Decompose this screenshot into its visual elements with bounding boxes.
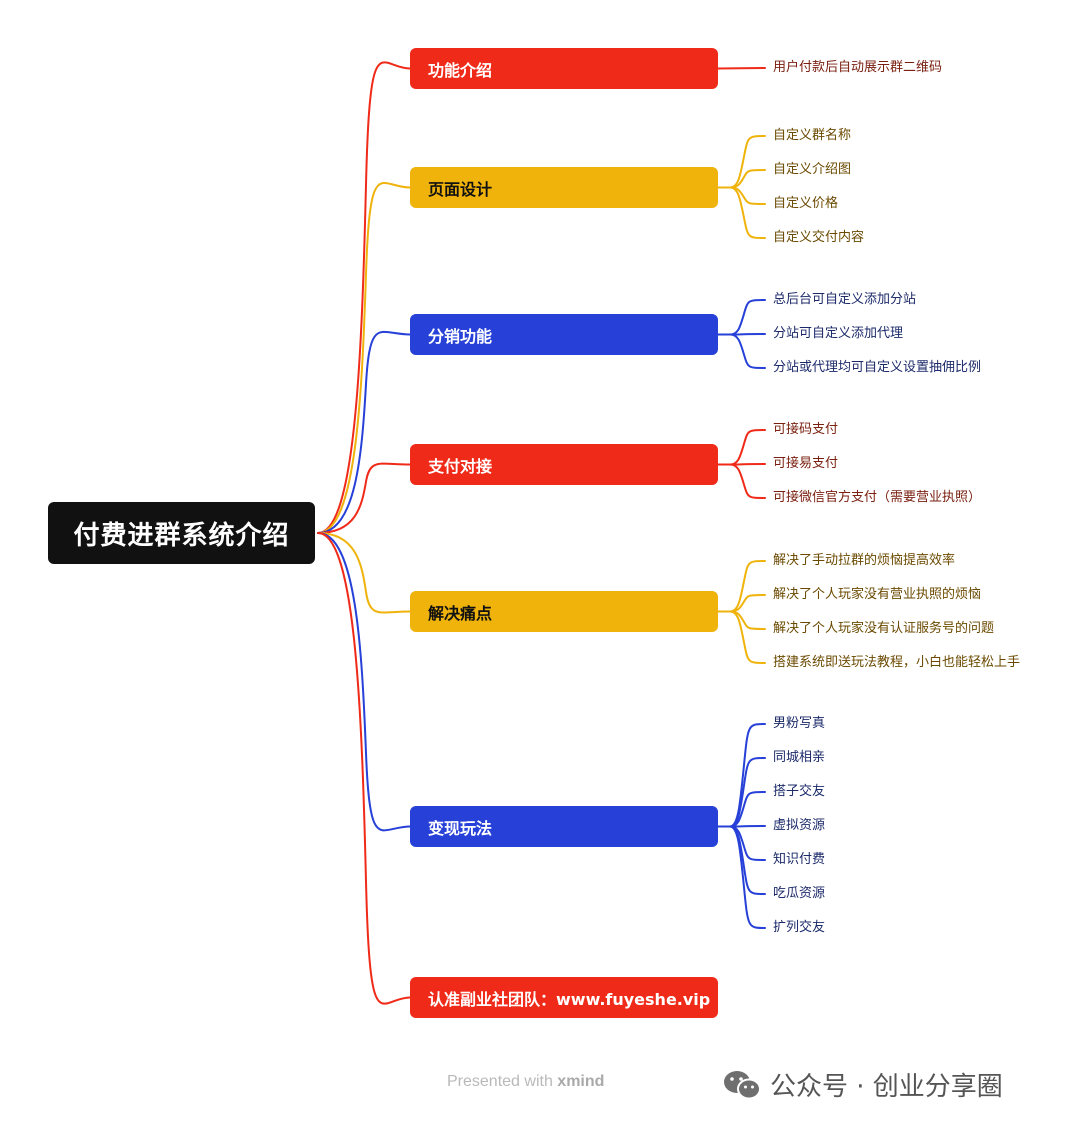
- branch-2-leaf-4-connector: [717, 186, 766, 239]
- branch-6-node[interactable]: 变现玩法: [410, 806, 718, 847]
- branch-6-leaf-4[interactable]: 虚拟资源: [773, 818, 826, 833]
- branch-6-leaf-6[interactable]: 吃瓜资源: [773, 886, 826, 901]
- branch-3-label: 分销功能: [428, 326, 493, 346]
- branch-2-leaf-4[interactable]: 自定义交付内容: [773, 230, 865, 245]
- branch-5-leaf-1[interactable]: 解决了手动拉群的烦恼提高效率: [773, 553, 956, 568]
- branch-5-leaf-3[interactable]: 解决了个人玩家没有认证服务号的问题: [773, 621, 995, 636]
- branch-4-connector: [317, 462, 411, 534]
- branch-7-connector: [317, 532, 411, 1005]
- branch-4-leaf-3[interactable]: 可接微信官方支付（需要营业执照）: [773, 490, 982, 505]
- branch-3-node[interactable]: 分销功能: [410, 314, 718, 355]
- branch-1-leaf-1[interactable]: 用户付款后自动展示群二维码: [773, 60, 943, 75]
- branch-4-label: 支付对接: [428, 456, 493, 476]
- branch-3-leaf-1-connector: [717, 299, 766, 336]
- branch-2-leaf-3-connector: [717, 186, 766, 205]
- branch-6-connector: [317, 532, 411, 832]
- branch-6-label: 变现玩法: [428, 818, 493, 838]
- branch-5-label: 解决痛点: [428, 603, 493, 623]
- xmind-logo: xmind: [557, 1073, 605, 1090]
- presented-prefix: Presented with: [447, 1073, 553, 1090]
- branch-2-leaf-1[interactable]: 自定义群名称: [773, 128, 852, 143]
- branch-5-leaf-2-connector: [717, 594, 766, 613]
- branch-1-node[interactable]: 功能介绍: [410, 48, 718, 89]
- root-node[interactable]: 付费进群系统介绍: [48, 502, 315, 564]
- branch-4-leaf-3-connector: [717, 463, 766, 499]
- branch-6-leaf-2[interactable]: 同城相亲: [773, 750, 826, 765]
- branch-4-leaf-2[interactable]: 可接易支付: [773, 456, 839, 471]
- root-label: 付费进群系统介绍: [73, 520, 290, 551]
- wechat-watermark: 公众号 · 创业分享圈: [722, 1066, 1003, 1103]
- branch-2-connector: [317, 181, 411, 534]
- branch-3-leaf-1[interactable]: 总后台可自定义添加分站: [773, 292, 917, 307]
- branch-6-leaf-3[interactable]: 搭子交友: [773, 784, 826, 799]
- branch-2-node[interactable]: 页面设计: [410, 167, 718, 208]
- branch-1-connector: [317, 61, 411, 534]
- branch-4-leaf-1[interactable]: 可接码支付: [773, 422, 839, 437]
- branch-3-leaf-3[interactable]: 分站或代理均可自定义设置抽佣比例: [773, 360, 982, 375]
- branch-1-label: 功能介绍: [428, 60, 493, 80]
- branch-4-node[interactable]: 支付对接: [410, 444, 718, 485]
- presented-with-caption: Presented with xmind: [447, 1073, 604, 1091]
- branch-3-leaf-2[interactable]: 分站可自定义添加代理: [773, 326, 904, 341]
- branch-1-leaf-1-connector: [717, 67, 766, 70]
- branch-4-leaf-1-connector: [717, 429, 766, 466]
- branch-3-leaf-3-connector: [717, 333, 766, 369]
- wechat-label: 公众号 · 创业分享圈: [770, 1072, 1003, 1102]
- branch-6-leaf-1[interactable]: 男粉写真: [773, 716, 826, 731]
- branch-5-leaf-2[interactable]: 解决了个人玩家没有营业执照的烦恼: [773, 587, 982, 602]
- branch-3-connector: [317, 330, 411, 534]
- branch-6-leaf-7[interactable]: 扩列交友: [773, 920, 826, 935]
- branch-6-leaf-7-connector: [717, 825, 766, 929]
- branch-2-leaf-3[interactable]: 自定义价格: [773, 196, 839, 211]
- branch-5-leaf-4[interactable]: 搭建系统即送玩法教程，小白也能轻松上手: [773, 655, 1021, 670]
- branch-2-leaf-2[interactable]: 自定义介绍图: [773, 162, 852, 177]
- branch-7-label: 认准副业社团队：www.fuyeshe.vip: [428, 989, 711, 1009]
- branch-6-leaf-5[interactable]: 知识付费: [773, 852, 826, 867]
- wechat-icon: [724, 1070, 761, 1099]
- branch-5-connector: [317, 532, 411, 614]
- branch-5-leaf-4-connector: [717, 610, 766, 664]
- branch-2-label: 页面设计: [428, 179, 493, 199]
- branch-5-node[interactable]: 解决痛点: [410, 591, 718, 632]
- branch-7-node[interactable]: 认准副业社团队：www.fuyeshe.vip: [410, 977, 718, 1018]
